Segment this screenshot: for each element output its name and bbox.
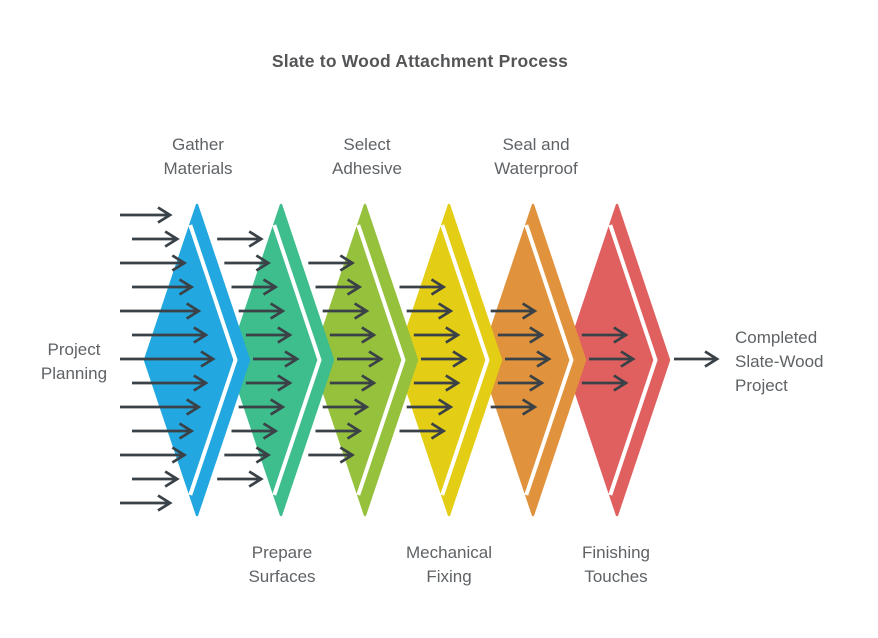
step-label-line: Select — [343, 135, 391, 154]
step-label-line: Finishing — [581, 543, 651, 562]
step-label-finishing-touches: Finishing Touches — [506, 541, 726, 589]
step-label-prepare-surfaces: Prepare Surfaces — [172, 541, 392, 589]
chevron-stripe — [356, 224, 406, 496]
step-label-seal-and-waterproof: Seal and Waterproof — [426, 133, 646, 181]
step-label-line: Adhesive — [332, 159, 402, 178]
chevron-stripe — [188, 224, 238, 496]
step-label-line: Surfaces — [248, 567, 316, 586]
chevron-stripe — [272, 224, 322, 496]
step-label-line: Gather — [172, 135, 224, 154]
side-label-line: Project — [47, 340, 101, 359]
step-label-select-adhesive: Select Adhesive — [257, 133, 477, 181]
chevron-stripe — [524, 224, 574, 496]
side-label-line: Completed — [735, 328, 818, 347]
diagram-title: Slate to Wood Attachment Process — [271, 51, 569, 71]
side-label-line: Planning — [40, 364, 108, 383]
step-label-mechanical-fixing: Mechanical Fixing — [339, 541, 559, 589]
end-label-completed-slate-wood-project: Completed Slate-Wood Project — [735, 326, 878, 398]
step-label-gather-materials: Gather Materials — [88, 133, 308, 181]
side-label-line: Project — [735, 376, 788, 395]
step-label-line: Seal and — [502, 135, 570, 154]
step-label-line: Mechanical — [406, 543, 492, 562]
chevron-stripe — [440, 224, 490, 496]
flow-arrows — [120, 206, 720, 512]
step-label-line: Prepare — [251, 543, 313, 562]
step-label-line: Fixing — [426, 567, 472, 586]
chevron-stripe — [608, 224, 658, 496]
side-label-line: Slate-Wood — [735, 352, 824, 371]
step-label-line: Materials — [163, 159, 233, 178]
step-label-line: Touches — [584, 567, 648, 586]
step-label-line: Waterproof — [494, 159, 578, 178]
start-label-project-planning: Project Planning — [4, 338, 144, 386]
